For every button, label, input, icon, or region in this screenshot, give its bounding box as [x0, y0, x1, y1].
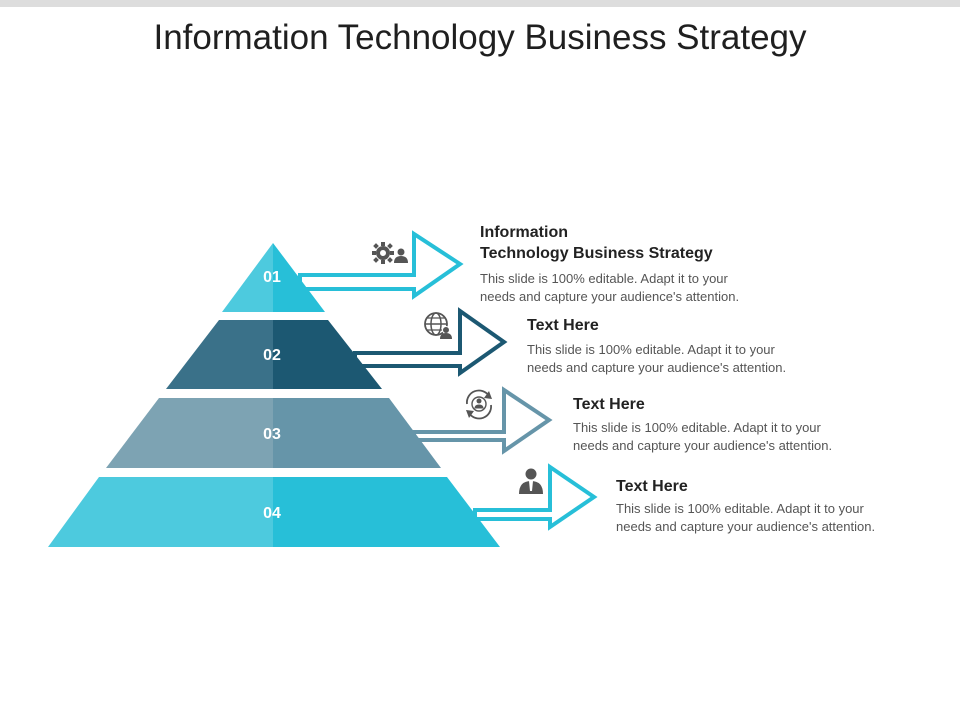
level-2-heading-line-1: Text Here	[527, 317, 599, 334]
level-1-heading-line-1: Information	[480, 224, 568, 241]
level-3-number: 03	[263, 426, 281, 443]
globe-user-icon	[424, 312, 452, 339]
level-1-description-line-1: This slide is 100% editable. Adapt it to…	[480, 271, 728, 286]
level-2-description-line-2: needs and capture your audience's attent…	[527, 360, 787, 375]
level-4-number: 04	[263, 505, 281, 522]
pyramid-level-1: 01	[222, 230, 464, 312]
level-1-heading-line-2: Technology Business Strategy	[480, 245, 713, 262]
level-1-heading: Information Technology Business Strategy	[480, 222, 713, 264]
businessman-icon	[519, 468, 543, 494]
level-3-heading-line-1: Text Here	[573, 396, 645, 413]
level-2-heading: Text Here	[527, 315, 599, 336]
level-3-description-line-1: This slide is 100% editable. Adapt it to…	[573, 420, 821, 435]
level-1-number: 01	[263, 269, 281, 286]
top-strip	[0, 0, 960, 7]
level-4-description: This slide is 100% editable. Adapt it to…	[616, 500, 875, 536]
pyramid-level-4: 04	[48, 463, 598, 547]
level-2-number: 02	[263, 347, 281, 364]
level-3-description: This slide is 100% editable. Adapt it to…	[573, 419, 832, 455]
pyramid-level-2: 02	[166, 307, 508, 389]
refresh-user-icon	[466, 389, 492, 420]
level-2-description: This slide is 100% editable. Adapt it to…	[527, 341, 786, 377]
level-4-heading-line-1: Text Here	[616, 478, 688, 495]
level-4-description-line-1: This slide is 100% editable. Adapt it to…	[616, 501, 864, 516]
level-1-description: This slide is 100% editable. Adapt it to…	[480, 270, 739, 306]
level-4-description-line-2: needs and capture your audience's attent…	[616, 519, 876, 534]
pyramid-level-3: 03	[106, 386, 553, 468]
level-3-heading: Text Here	[573, 394, 645, 415]
gear-user-icon	[372, 242, 408, 264]
level-3-description-line-2: needs and capture your audience's attent…	[573, 438, 833, 453]
level-1-description-line-2: needs and capture your audience's attent…	[480, 289, 740, 304]
level-2-description-line-1: This slide is 100% editable. Adapt it to…	[527, 342, 775, 357]
level-4-heading: Text Here	[616, 476, 688, 497]
slide-title: Information Technology Business Strategy	[153, 18, 807, 57]
